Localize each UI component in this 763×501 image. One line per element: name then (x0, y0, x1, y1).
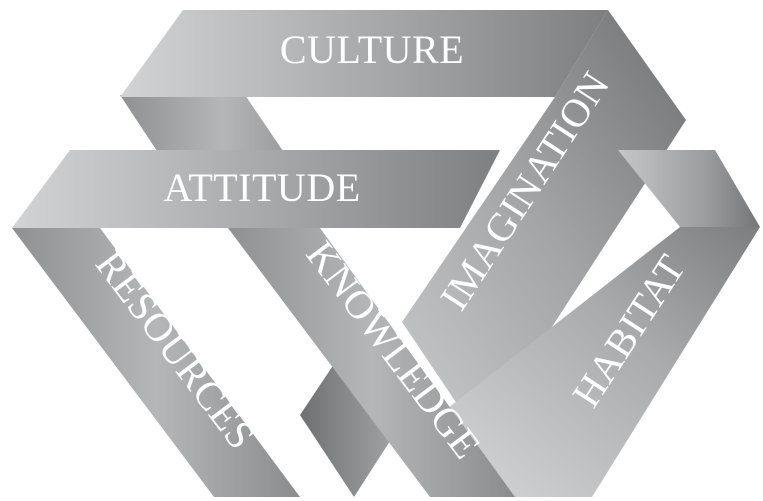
right-corner-band (618, 150, 760, 227)
resources-band (12, 228, 300, 497)
knowledge-band (228, 228, 515, 497)
lower-bridge-band (300, 355, 392, 497)
culture-label: CULTURE (280, 27, 464, 72)
culture-band (120, 10, 608, 97)
imagination-band (402, 10, 686, 438)
habitat-band (448, 227, 760, 497)
attitude-band (12, 150, 500, 228)
attitude-label: ATTITUDE (163, 165, 360, 210)
